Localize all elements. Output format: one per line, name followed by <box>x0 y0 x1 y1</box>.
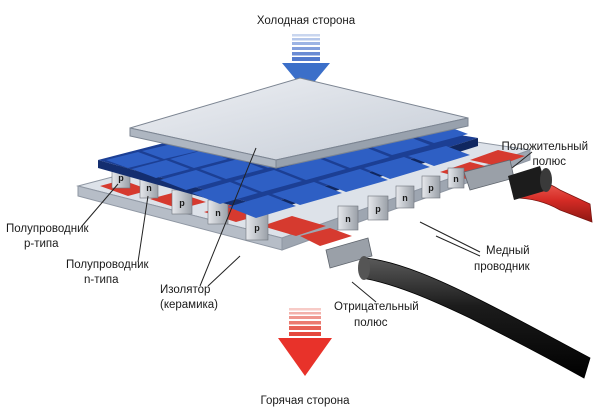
chip-n-4: n <box>395 185 415 209</box>
n-semiconductor-label-line2: n-типа <box>84 274 119 286</box>
negative-wire <box>325 237 591 379</box>
svg-text:p: p <box>254 223 260 233</box>
copper-conductor-label-line2: проводник <box>474 261 531 273</box>
chip-p-2: p <box>171 189 193 215</box>
n-semiconductor-label-line1: Полупроводник <box>66 259 149 271</box>
hot-side-label: Горячая сторона <box>261 395 351 407</box>
svg-text:p: p <box>375 204 381 214</box>
leader-lines <box>81 147 533 303</box>
svg-text:n: n <box>215 208 221 218</box>
svg-text:p: p <box>118 173 124 183</box>
cold-side-arrow-icon <box>282 34 330 92</box>
cold-side-label: Холодная сторона <box>257 15 356 27</box>
chip-n-3: n <box>337 205 359 231</box>
hot-side-arrow-icon <box>278 308 332 376</box>
negative-pole-label-line1: Отрицательный <box>334 301 419 313</box>
svg-text:p: p <box>179 198 185 208</box>
chip-p-3: p <box>245 213 269 241</box>
chip-p-5: p <box>421 175 441 199</box>
svg-text:n: n <box>402 193 408 203</box>
positive-wire <box>463 159 593 223</box>
positive-pole-label-line2: полюс <box>533 156 567 168</box>
copper-conductor-label-line1: Медный <box>486 245 530 257</box>
positive-pole-label-line1: Положительный <box>501 141 588 153</box>
chip-p-4: p <box>367 195 389 221</box>
svg-text:p: p <box>428 183 434 193</box>
svg-text:n: n <box>345 214 351 224</box>
svg-text:n: n <box>146 183 152 193</box>
svg-text:n: n <box>453 174 459 184</box>
insulator-label-line1: Изолятор <box>160 284 210 296</box>
p-semiconductor-label-line1: Полупроводник <box>6 223 89 235</box>
top-ceramic-plate <box>129 77 469 169</box>
insulator-label-line2: (керамика) <box>160 299 218 311</box>
negative-pole-label-line2: полюс <box>354 317 388 329</box>
chip-n-5: n <box>447 167 465 189</box>
p-semiconductor-label-line2: p-типа <box>24 238 59 250</box>
